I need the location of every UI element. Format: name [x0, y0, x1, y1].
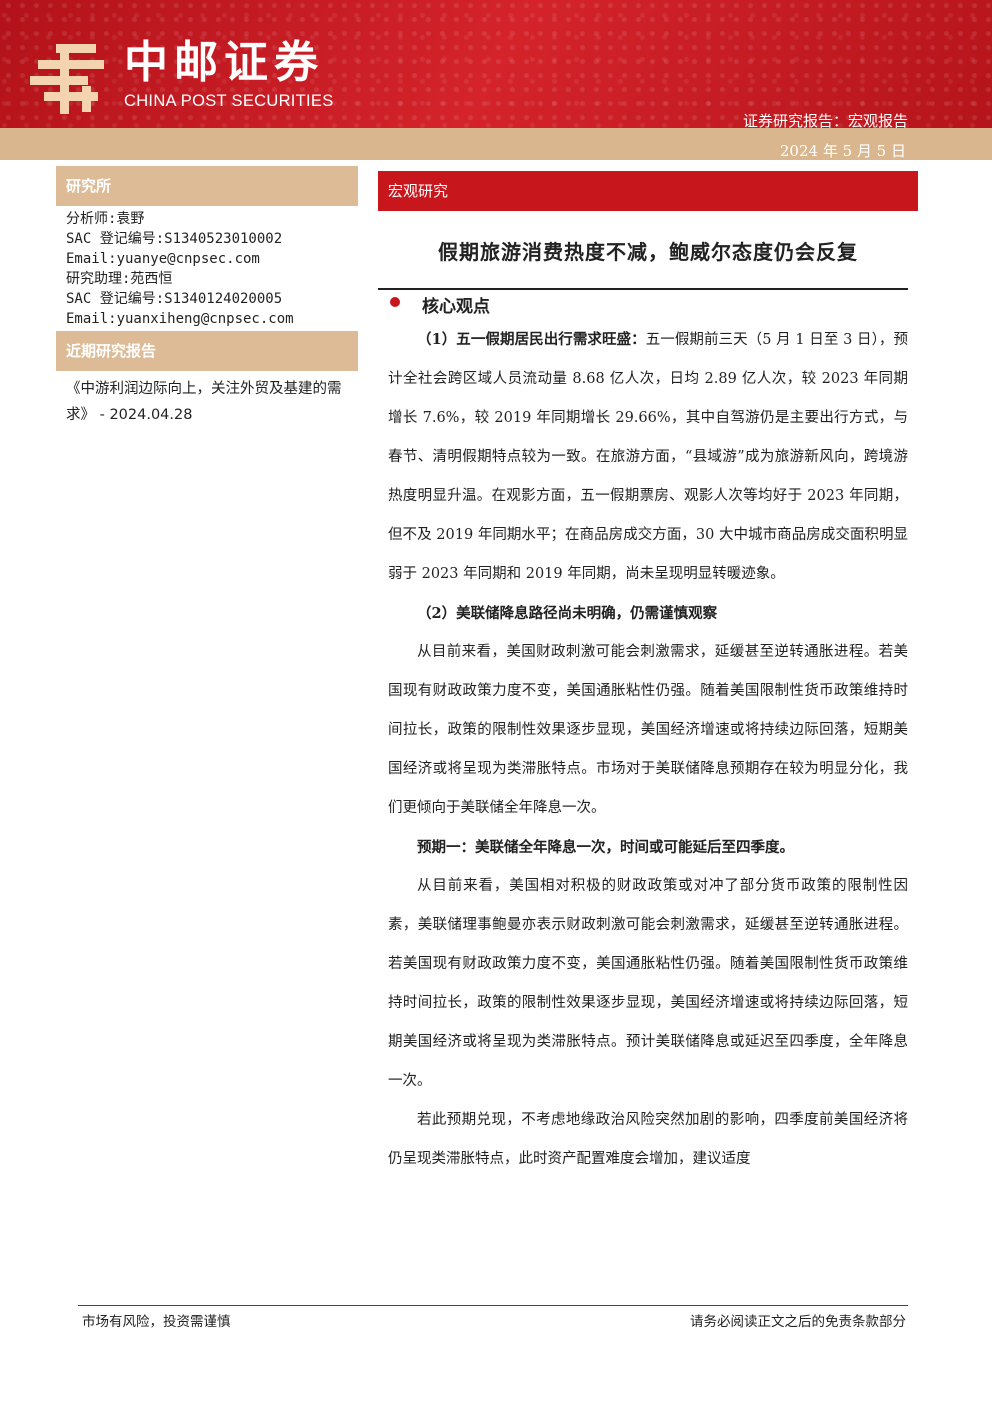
page-title: 假期旅游消费热度不减，鲍威尔态度仍会反复 — [438, 240, 858, 264]
analyst-line: SAC 登记编号:S1340523010002 — [66, 231, 283, 247]
paragraph-lead: （1）五一假期居民出行需求旺盛： — [417, 331, 646, 348]
header-band — [0, 128, 992, 160]
title-divider — [378, 288, 908, 290]
report-body: （1）五一假期居民出行需求旺盛：五一假期前三天（5 月 1 日至 3 日），预计… — [388, 320, 908, 1179]
footer-divider — [78, 1305, 908, 1306]
paragraph: 若此预期兑现，不考虑地缘政治风险突然加剧的影响，四季度前美国经济将仍呈现类滞胀特… — [388, 1112, 908, 1167]
institute-heading: 研究所 — [56, 166, 358, 206]
analyst-line: 分析师:袁野 — [66, 211, 145, 227]
analyst-email-link[interactable]: Email:yuanxiheng@cnpsec.com — [66, 311, 294, 327]
risk-disclaimer: 市场有风险，投资需谨慎 — [82, 1314, 231, 1330]
bullet-icon — [390, 297, 400, 307]
paragraph: （1）五一假期居民出行需求旺盛：五一假期前三天（5 月 1 日至 3 日），预计… — [388, 320, 908, 594]
subheading: （2）美联储降息路径尚未明确，仍需谨慎观察 — [417, 605, 718, 622]
brand-name-en: CHINA POST SECURITIES — [124, 92, 334, 110]
section-label: 宏观研究 — [378, 171, 918, 211]
header-banner: 中邮证券 CHINA POST SECURITIES — [0, 0, 992, 128]
report-date: 2024 年 5 月 5 日 — [779, 142, 906, 160]
analyst-line: SAC 登记编号:S1340124020005 — [66, 291, 283, 307]
brand-name-cn: 中邮证券 — [124, 37, 324, 88]
core-view-heading: 核心观点 — [422, 297, 490, 317]
recent-report-link[interactable]: 《中游利润边际向上，关注外贸及基建的需求》 - 2024.04.28 — [66, 381, 342, 423]
china-post-logo-icon — [30, 44, 104, 114]
report-type: 证券研究报告：宏观报告 — [742, 112, 908, 130]
analyst-info: 分析师:袁野 SAC 登记编号:S1340523010002 Email:yua… — [66, 209, 358, 329]
paragraph: 从目前来看，美国相对积极的财政政策或对冲了部分货币政策的限制性因素，美联储理事鲍… — [388, 878, 908, 1089]
subheading: 预期一：美联储全年降息一次，时间或可能延后至四季度。 — [417, 839, 794, 856]
paragraph: 从目前来看，美国财政刺激可能会刺激需求，延缓甚至逆转通胀进程。若美国现有财政政策… — [388, 644, 908, 816]
disclaimer-notice: 请务必阅读正文之后的免责条款部分 — [690, 1314, 906, 1330]
recent-reports-heading: 近期研究报告 — [56, 331, 358, 371]
analyst-email-link[interactable]: Email:yuanye@cnpsec.com — [66, 251, 260, 267]
paragraph-text: 五一假期前三天（5 月 1 日至 3 日），预计全社会跨区域人员流动量 8.68… — [388, 332, 908, 582]
analyst-line: 研究助理:苑西恒 — [66, 271, 173, 287]
